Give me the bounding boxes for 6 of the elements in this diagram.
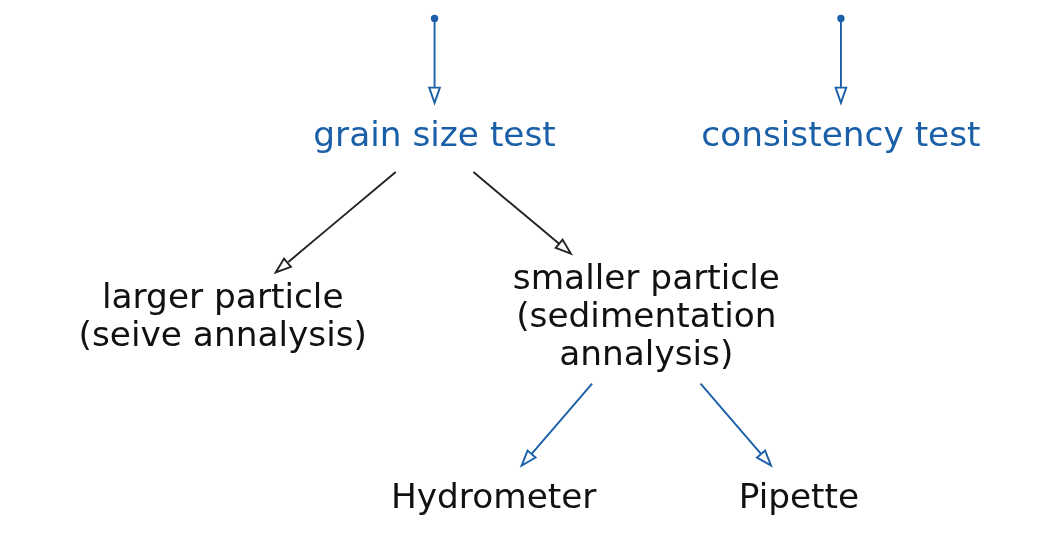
node-text: larger particle (seive annalysis) [78, 276, 368, 355]
node-text: grain size test [313, 113, 556, 154]
node-text: smaller particle (sedimentation annalysis) [512, 257, 780, 374]
node-text: Pipette [738, 476, 860, 517]
node-text: consistency test [701, 113, 981, 154]
node-text: Hydrometer [390, 476, 597, 517]
